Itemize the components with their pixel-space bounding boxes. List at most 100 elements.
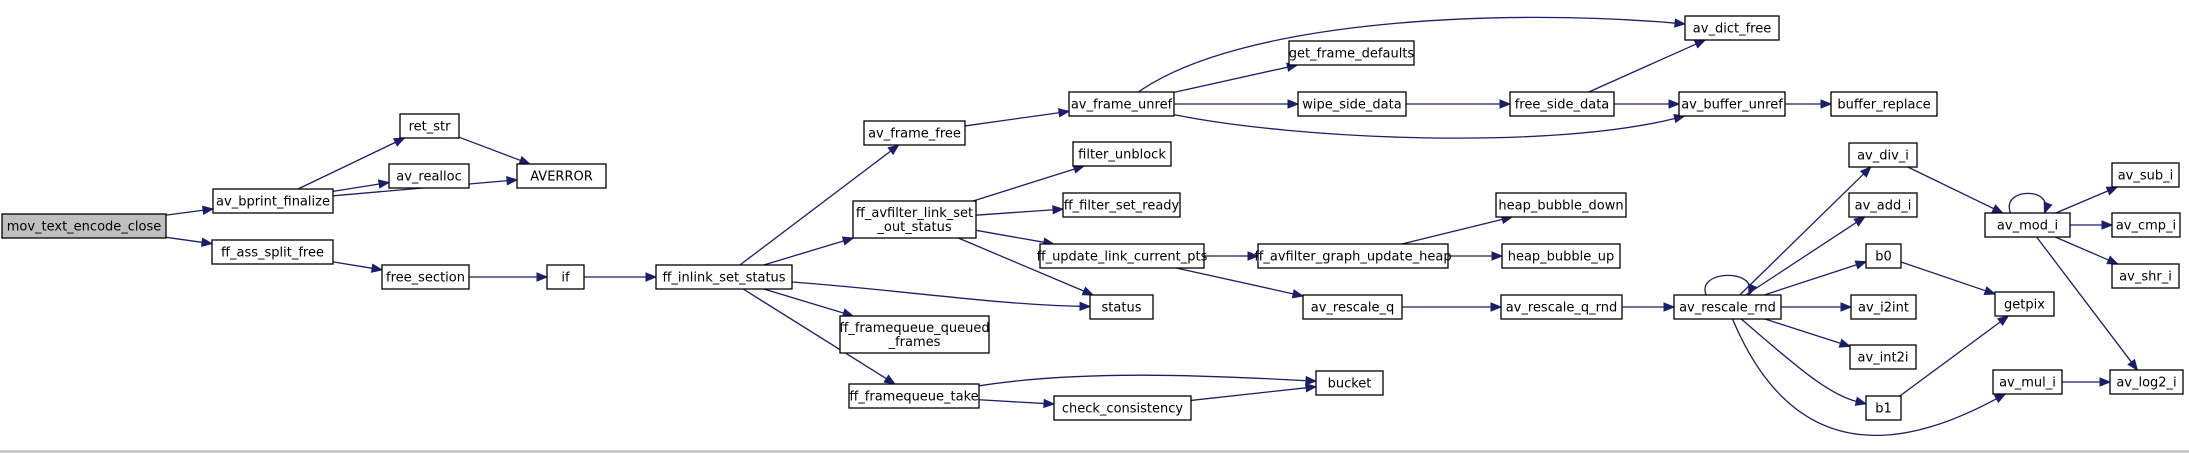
node-wipe-side-data[interactable]: wipe_side_data (1297, 91, 1407, 117)
node-box (1315, 370, 1384, 396)
node-label: av_rescale_q_rnd (1506, 301, 1618, 316)
node-box (1849, 344, 1917, 370)
node-label: av_int2i (1858, 351, 1909, 366)
node-box (1501, 243, 1621, 269)
node-free-side-data[interactable]: free_side_data (1509, 91, 1615, 117)
node-ff-filter-set-ready[interactable]: ff_filter_set_ready (1062, 192, 1181, 218)
node-free-section[interactable]: free_section (381, 264, 470, 290)
node-box (1297, 91, 1407, 117)
edge-av_frame_free-to-av_frame_unref (964, 108, 1071, 127)
node-if[interactable]: if (546, 264, 585, 290)
node-av-buffer-unref[interactable]: av_buffer_unref (1678, 91, 1786, 117)
node-av-int2i[interactable]: av_int2i (1849, 344, 1917, 370)
node-av-dict-free[interactable]: av_dict_free (1684, 15, 1780, 41)
node-label: status (1102, 301, 1142, 316)
node-b0[interactable]: b0 (1865, 243, 1902, 269)
node-av-rescale-rnd[interactable]: av_rescale_rnd (1673, 294, 1782, 320)
node-label: av_shr_i (2119, 270, 2172, 285)
node-av-bprint-finalize[interactable]: av_bprint_finalize (212, 188, 334, 214)
node-heap-bubble-up[interactable]: heap_bubble_up (1501, 243, 1621, 269)
node-av-sub-i[interactable]: av_sub_i (2111, 162, 2180, 188)
edge-av_bprint_finalize-to-ret_str (297, 137, 406, 190)
edge-av_mod_i-to-av_cmp_i (2070, 220, 2114, 230)
node-av-cmp-i[interactable]: av_cmp_i (2111, 212, 2181, 238)
node-box (1865, 243, 1902, 269)
node-box (1062, 192, 1181, 218)
node-av-mul-i[interactable]: av_mul_i (1992, 369, 2063, 395)
node-av-frame-unref[interactable]: av_frame_unref (1068, 91, 1175, 117)
edge-av_mod_i-to-av_sub_i (2055, 186, 2119, 214)
node-label: if (561, 271, 570, 286)
node-ff-framequeue-queued-frames[interactable]: ff_framequeue_queued_frames (839, 315, 990, 354)
node-ff-update-link-current-pts[interactable]: ff_update_link_current_pts (1037, 243, 1208, 269)
node-check-consistency[interactable]: check_consistency (1053, 395, 1192, 421)
node-label: ff_ass_split_free (221, 246, 324, 261)
node-buffer-replace[interactable]: buffer_replace (1830, 91, 1938, 117)
node-label: mov_text_encode_close (7, 220, 162, 235)
edge-av_rescale_q_rnd-to-av_rescale_rnd (1622, 302, 1676, 312)
edge-ff_inlink_set_status-to-ff_avfilter_link_set_out_status (763, 236, 855, 266)
node-box (1, 213, 167, 239)
edge-ff_update_link_current_pts-to-av_rescale_q (1176, 267, 1305, 299)
node-AVERROR[interactable]: AVERROR (516, 163, 607, 189)
node-label: av_rescale_q (1311, 301, 1394, 316)
edge-free_side_data-to-av_dict_free (1588, 39, 1707, 93)
node-box (2109, 369, 2184, 395)
edge-free_side_data-to-av_buffer_unref (1614, 99, 1681, 109)
edge-wipe_side_data-to-free_side_data (1406, 99, 1512, 109)
node-ff-inlink-set-status[interactable]: ff_inlink_set_status (655, 264, 793, 290)
node-av-add-i[interactable]: av_add_i (1848, 192, 1918, 218)
edge-ff_inlink_set_status-to-status (791, 281, 1092, 312)
edge-ff_avfilter_graph_update_heap-to-heap_bubble_up (1448, 251, 1504, 261)
node-bucket[interactable]: bucket (1315, 370, 1384, 396)
edge-av_rescale_q-to-av_rescale_q_rnd (1402, 302, 1503, 312)
node-label: av_cmp_i (2116, 219, 2176, 234)
node-label: AVERROR (530, 170, 593, 185)
node-ff-avfilter-link-set-out-status[interactable]: ff_avfilter_link_set_out_status (852, 200, 977, 239)
node-box (852, 200, 977, 239)
node-ff-framequeue-take[interactable]: ff_framequeue_take (848, 383, 980, 409)
node-box (1509, 91, 1615, 117)
node-label: av_realloc (396, 170, 462, 185)
edge-av_rescale_rnd-to-av_rescale_rnd (1704, 274, 1757, 297)
node-label: ff_update_link_current_pts (1037, 250, 1208, 265)
edge-if-to-ff_inlink_set_status (584, 272, 658, 282)
edge-ff_ass_split_free-to-free_section (332, 261, 384, 273)
node-av-frame-free[interactable]: av_frame_free (863, 120, 966, 146)
node-get-frame-defaults[interactable]: get_frame_defaults (1288, 40, 1415, 66)
edge-ret_str-to-AVERROR (458, 136, 532, 165)
node-box (1994, 291, 2055, 317)
node-av-shr-i[interactable]: av_shr_i (2111, 263, 2180, 289)
node-label: heap_bubble_up (1508, 250, 1615, 265)
node-ff-ass-split-free[interactable]: ff_ass_split_free (211, 239, 334, 265)
node-box (1302, 294, 1403, 320)
node-av-i2int[interactable]: av_i2int (1850, 294, 1917, 320)
node-box (2111, 162, 2180, 188)
edge-ff_avfilter_link_set_out_status-to-status (958, 237, 1095, 296)
node-filter-unblock[interactable]: filter_unblock (1072, 141, 1172, 167)
node-av-rescale-q[interactable]: av_rescale_q (1302, 294, 1403, 320)
node-getpix[interactable]: getpix (1994, 291, 2055, 317)
edge-av_rescale_rnd-to-av_div_i (1739, 166, 1872, 296)
node-heap-bubble-down[interactable]: heap_bubble_down (1495, 192, 1627, 218)
node-b1[interactable]: b1 (1865, 395, 1902, 421)
edge-av_rescale_rnd-to-av_add_i (1745, 216, 1866, 296)
node-box (1984, 212, 2071, 238)
edge-b0-to-getpix (1900, 261, 1997, 296)
node-av-realloc[interactable]: av_realloc (388, 163, 470, 189)
node-ret-str[interactable]: ret_str (399, 113, 460, 139)
node-ff-avfilter-graph-update-heap[interactable]: ff_avfilter_graph_update_heap (1254, 243, 1452, 269)
node-box (1495, 192, 1627, 218)
node-box (1865, 395, 1902, 421)
node-av-rescale-q-rnd[interactable]: av_rescale_q_rnd (1500, 294, 1623, 320)
node-label: ff_avfilter_link_set (856, 206, 973, 221)
node-av-div-i[interactable]: av_div_i (1848, 142, 1918, 168)
edge-ff_avfilter_graph_update_heap-to-heap_bubble_down (1401, 214, 1514, 245)
node-av-mod-i[interactable]: av_mod_i (1984, 212, 2071, 238)
node-status[interactable]: status (1089, 294, 1154, 320)
node-label: av_i2int (1858, 301, 1909, 316)
node-label: free_side_data (1515, 98, 1610, 113)
node-box (1039, 243, 1205, 269)
node-av-log2-i[interactable]: av_log2_i (2109, 369, 2184, 395)
